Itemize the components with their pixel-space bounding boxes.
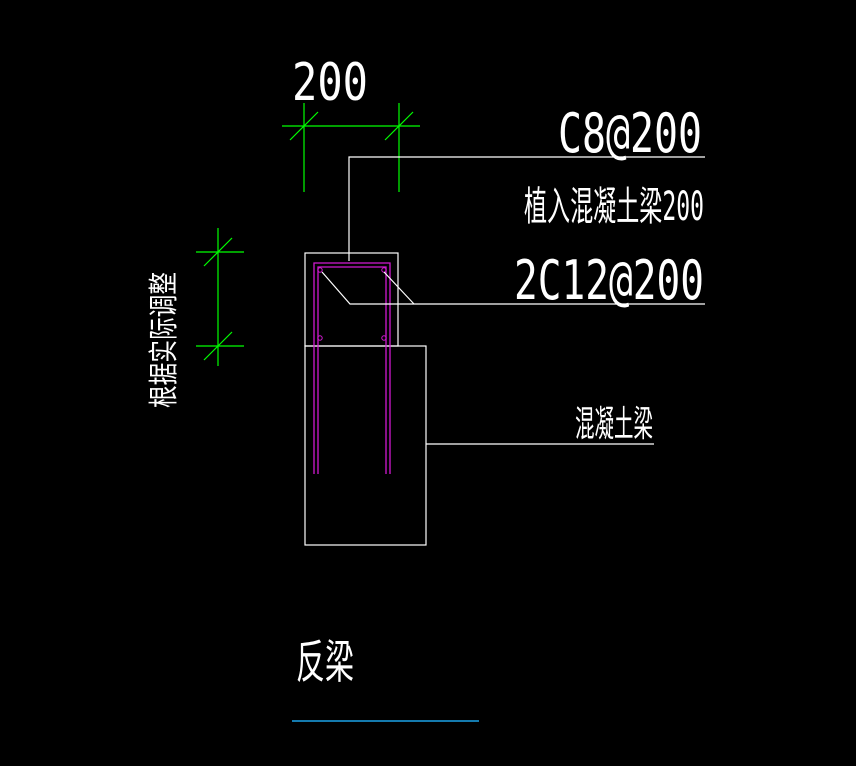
main-bars-callout: 2C12@200 [514, 249, 704, 312]
anchor-callout: 植入混凝土梁200 [524, 184, 704, 230]
stirrup-callout: C8@200 [558, 102, 702, 165]
dimension-height-lines [196, 228, 244, 366]
concrete-beam-callout: 混凝土梁 [575, 404, 653, 445]
dimension-width-lines [282, 103, 420, 192]
height-note-label: 根据实际调整 [147, 272, 182, 408]
rebar-dots [317, 267, 387, 341]
leader-lines [321, 156, 705, 445]
dimension-width-label: 200 [292, 53, 368, 113]
drawing-title: 反梁 [296, 635, 354, 689]
rebar-stirrup [313, 262, 391, 474]
concrete-beam-outline [304, 345, 427, 546]
